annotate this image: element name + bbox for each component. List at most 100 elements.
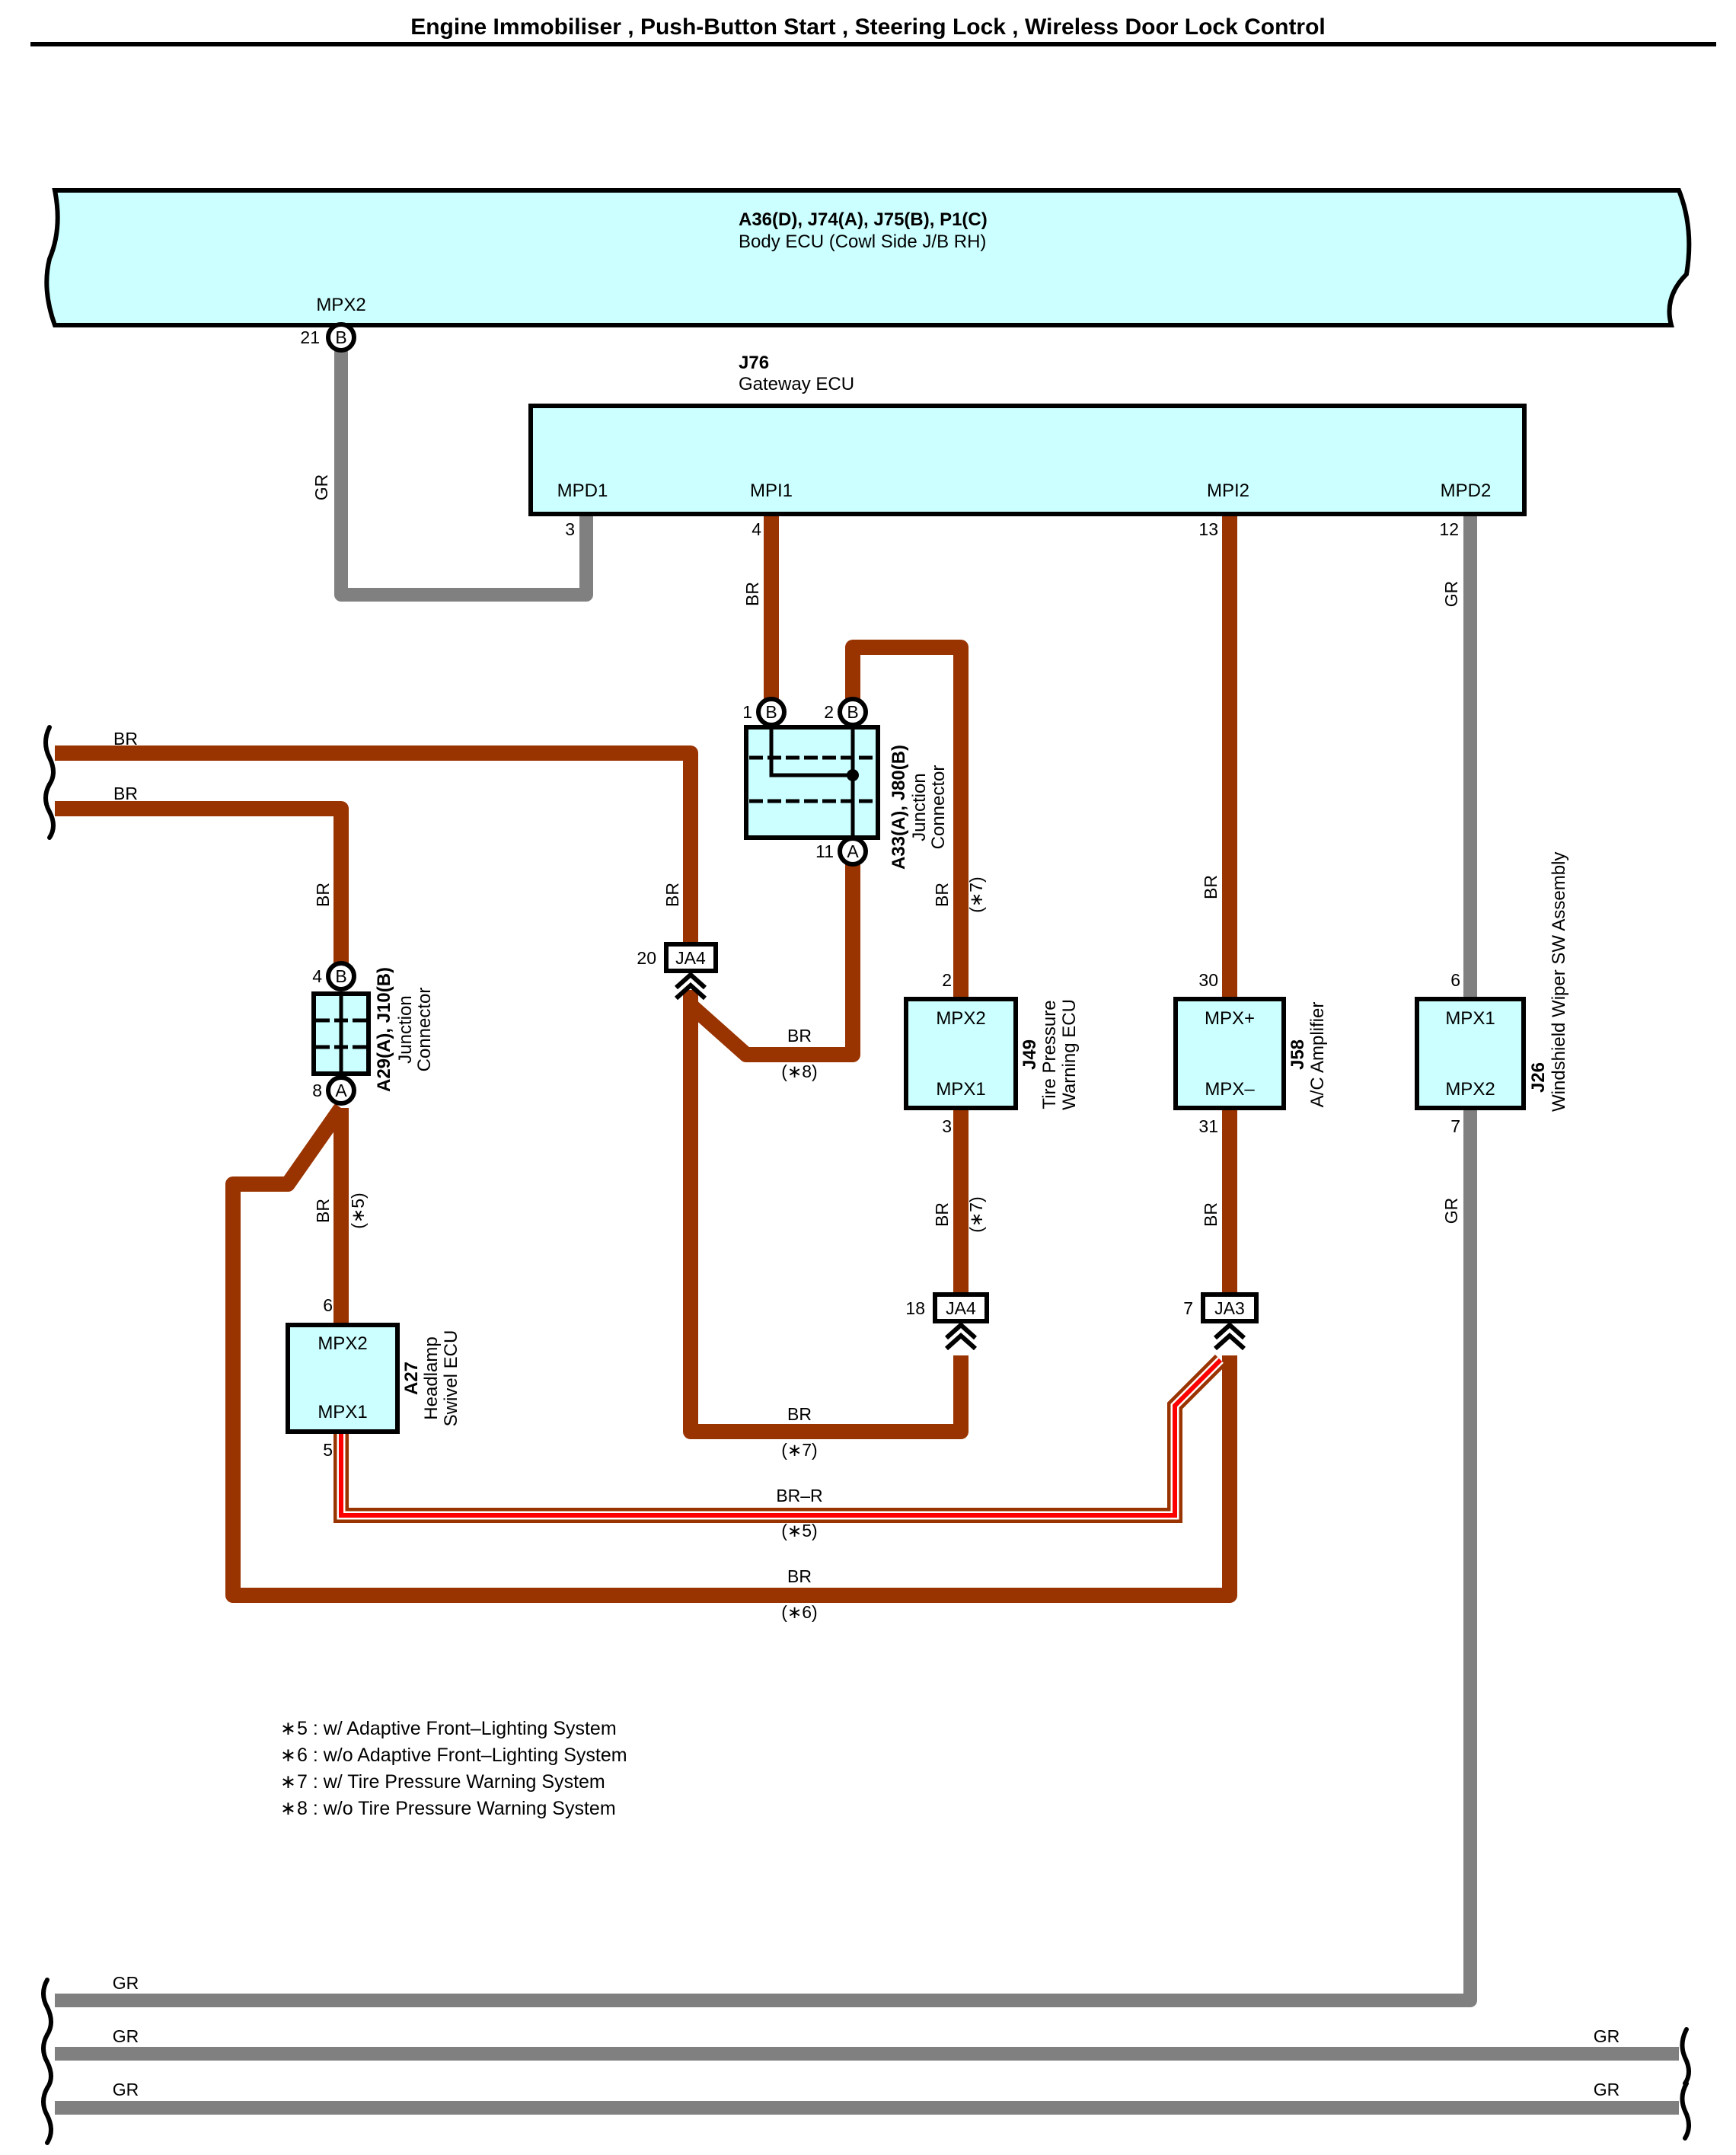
component-name: Headlamp [421, 1336, 442, 1419]
notes-legend: ∗ 5 : w/ Adaptive Front–Lighting System … [280, 1718, 627, 1819]
terminal-label: MPX2 [318, 1333, 367, 1354]
gateway-ecu-code: J76 [739, 353, 769, 373]
wire-label: BR [1201, 875, 1221, 899]
body-ecu-name: Body ECU (Cowl Side J/B RH) [739, 231, 986, 252]
body-ecu-box[interactable] [44, 188, 1692, 327]
wire-br-r-a27-ja3-n5 [333, 1354, 1227, 1523]
wire-label: GR [1441, 1198, 1461, 1224]
wire-note: (∗5) [781, 1521, 817, 1540]
component-code: A33(A), J80(B) [889, 745, 909, 870]
wire-note: (∗7) [966, 1196, 986, 1232]
junction-connector-a33-box[interactable] [744, 725, 880, 840]
terminal-label: MPX1 [318, 1402, 367, 1422]
pin-number: 2 [942, 970, 952, 990]
component-name: Tire Pressure [1039, 1000, 1060, 1109]
pin-connector-letter: A [335, 1081, 347, 1100]
pin-connector-icon [838, 697, 868, 727]
component-code: J49 [1020, 1039, 1040, 1070]
body-ecu-terminal: MPX2 [316, 295, 365, 315]
junction-name: JA4 [675, 948, 706, 968]
wire-break-icon [41, 2032, 53, 2090]
junction-ja3-7[interactable] [1201, 1292, 1259, 1323]
pin-number: 3 [565, 519, 575, 539]
junction-name: JA3 [1214, 1298, 1245, 1318]
pin-connector-letter: A [847, 841, 859, 861]
pin-number: 8 [312, 1081, 322, 1100]
junction-ja4-18[interactable] [933, 1292, 989, 1323]
wire-br-bus1-ja4 [55, 745, 698, 943]
wire-break-icon [1680, 2027, 1691, 2086]
wire-label: BR [1201, 1202, 1221, 1227]
pin-connector-icon [326, 1075, 356, 1106]
pin-number: 2 [824, 702, 834, 722]
wire-break-icon [1680, 2081, 1691, 2141]
wire-note: (∗7) [781, 1440, 817, 1460]
title-rule [30, 42, 1716, 46]
connector-chevron-icon [944, 1321, 978, 1340]
connector-chevron-icon [944, 1332, 978, 1351]
wire-br-a29-ja3-n6 [225, 1103, 1237, 1603]
wire-note: (∗8) [781, 1062, 817, 1081]
note-text: 8 : w/o Tire Pressure Warning System [297, 1798, 616, 1819]
internal-link [769, 712, 853, 777]
terminal-label: MPD1 [557, 480, 608, 501]
terminal-label: MPX+ [1205, 1008, 1255, 1029]
component-code: A29(A), J10(B) [374, 967, 394, 1092]
wire-gr-mpx2-mpd1 [334, 346, 593, 602]
tire-pressure-warning-ecu-box[interactable] [904, 997, 1018, 1110]
wire-label: BR [932, 883, 952, 907]
gateway-ecu-box[interactable] [528, 404, 1527, 516]
pin-number: 30 [1198, 970, 1218, 990]
connector-chevron-icon [674, 982, 707, 1001]
wire-label: BR [932, 1202, 952, 1227]
wire-note: (∗5) [348, 1192, 368, 1228]
wire-label: GR [1594, 2026, 1620, 2046]
pin-connector-letter: B [335, 966, 346, 986]
wire-br-ja4-ja4-n7 [683, 990, 969, 1439]
terminal-label: MPD2 [1441, 480, 1492, 501]
pin-number: 1 [742, 702, 752, 722]
terminal-label: MPX1 [1445, 1008, 1495, 1029]
pin-connector-icon [756, 697, 787, 727]
pin-number: 18 [905, 1298, 925, 1318]
component-name: Connector [414, 988, 435, 1072]
connector-chevron-icon [1213, 1321, 1246, 1340]
component-name: Junction [395, 995, 416, 1063]
pin-number: 6 [1450, 970, 1460, 990]
wire-label: GR [113, 2026, 139, 2046]
terminal-label: MPI2 [1207, 480, 1249, 501]
ac-amplifier-box[interactable] [1173, 997, 1286, 1110]
wire-label: BR [742, 582, 762, 606]
windshield-wiper-sw-box[interactable] [1415, 997, 1526, 1110]
pin-number: 4 [312, 966, 322, 986]
wire-br-a33-ja4-n8 [685, 851, 860, 1062]
note-mark: ∗ [280, 1745, 296, 1766]
junction-name: JA4 [946, 1298, 976, 1318]
headlamp-swivel-ecu-box[interactable] [286, 1323, 400, 1434]
wire-label: GR [113, 1973, 139, 1993]
wire-label: BR–R [776, 1486, 822, 1505]
pin-number: 20 [637, 948, 656, 968]
component-code: J58 [1288, 1039, 1308, 1070]
component-code: A27 [401, 1362, 422, 1395]
wire-label: BR [113, 784, 138, 803]
wire-label: BR [787, 1566, 812, 1586]
component-name: Warning ECU [1059, 999, 1080, 1110]
note-text: 6 : w/o Adaptive Front–Lighting System [297, 1745, 627, 1766]
wire-label: GR [113, 2080, 139, 2099]
wire-break-icon [43, 782, 56, 840]
pin-number: 12 [1439, 519, 1459, 539]
wire-br-a33-j49 [845, 640, 969, 999]
wire-label: GR [311, 474, 331, 501]
wire-br-bus2-a29 [55, 801, 349, 975]
diagram-title: Engine Immobiliser , Push-Button Start ,… [410, 14, 1326, 40]
junction-ja4-20[interactable] [664, 942, 718, 973]
body-ecu-code: A36(D), J74(A), J75(B), P1(C) [739, 209, 988, 230]
pin-number: 11 [815, 841, 834, 861]
component-name: Junction [909, 773, 930, 841]
terminal-label: MPX2 [1445, 1079, 1495, 1100]
connector-chevron-icon [1213, 1332, 1246, 1351]
terminal-label: MPX– [1205, 1079, 1255, 1100]
pin-connector-letter: B [847, 702, 858, 722]
component-name: A/C Amplifier [1307, 1002, 1328, 1108]
